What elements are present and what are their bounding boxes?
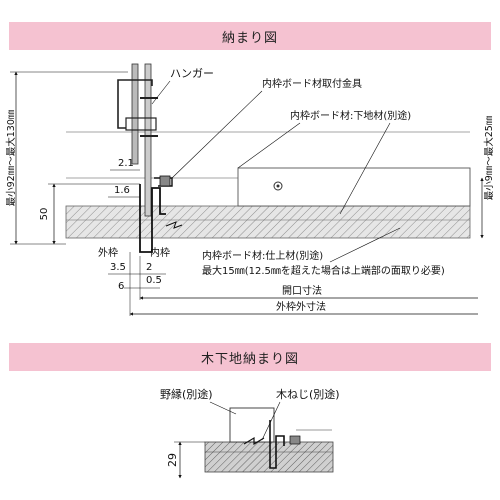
dim-35-label: 3.5: [110, 262, 126, 273]
dim-50-label: 50: [39, 208, 50, 221]
hanger-bracket: [117, 79, 153, 129]
screw-center: [276, 184, 280, 188]
outer-dim-label: 外枠外寸法: [276, 300, 326, 313]
base-board-leader-2: [339, 122, 391, 215]
board-screw: [165, 221, 183, 229]
base-board-leader: [237, 122, 301, 169]
main-title: 納まり図: [221, 30, 278, 46]
fitting-label: 内枠ボード材取付金具: [262, 77, 362, 90]
left-range-label: 最小92㎜～最大130㎜: [5, 109, 17, 206]
hanger-leader: [151, 80, 171, 105]
sub-title-banner: 木下地納まり図: [9, 343, 491, 371]
dim-29-label: 29: [166, 453, 179, 467]
dim-6-label: 6: [118, 281, 124, 292]
frame-profile: [139, 184, 166, 253]
finish-board-leader: [329, 227, 401, 263]
wood-screw-label: 木ねじ(別途): [276, 387, 340, 401]
dim-2-label: 2: [146, 262, 152, 273]
inner-frame-box: [237, 167, 471, 207]
wood-board: [204, 441, 334, 473]
opening-dim-label: 開口寸法: [282, 284, 322, 297]
wood-screw-icon: [243, 436, 265, 446]
hanger-label: ハンガー: [170, 67, 214, 80]
screw-head: [289, 435, 301, 445]
main-diagram: 最小92㎜～最大130㎜ 50 2.1 1.6 最小9㎜～最大25㎜ ハンガー …: [5, 63, 495, 316]
nobuchi-label: 野縁(別途): [160, 387, 213, 401]
sub-title: 木下地納まり図: [200, 351, 299, 367]
wood-base-diagram: 29 野縁(別途) 木ねじ(別途): [160, 387, 340, 479]
right-range-label: 最小9㎜～最大25㎜: [483, 115, 495, 200]
base-board: [65, 205, 471, 239]
wood-screw-leader: [261, 401, 281, 441]
dim-16-label: 1.6: [114, 185, 130, 196]
nobuchi-leader: [209, 401, 237, 415]
inner-frame-label: 内枠: [150, 246, 170, 259]
finish-board-label: 内枠ボード材:仕上材(別途): [202, 249, 323, 262]
main-title-banner: 納まり図: [9, 22, 491, 50]
hanger-bolt: [144, 63, 152, 217]
outer-frame-label: 外枠: [98, 246, 118, 259]
hanger-rod: [131, 63, 139, 165]
base-board-label: 内枠ボード材:下地材(別途): [290, 109, 411, 122]
dim-05-label: 0.5: [146, 275, 162, 286]
bracket-screw: [159, 175, 171, 187]
hanger-clip: [125, 117, 157, 131]
fitting-leader: [171, 90, 263, 179]
nobuchi-block: [229, 407, 275, 443]
finish-note: 最大15㎜(12.5㎜を超えた場合は上端部の面取り必要): [202, 264, 445, 277]
dim-21-label: 2.1: [118, 158, 134, 169]
frame-profile-2: [269, 420, 285, 469]
screw-icon: [273, 181, 283, 191]
